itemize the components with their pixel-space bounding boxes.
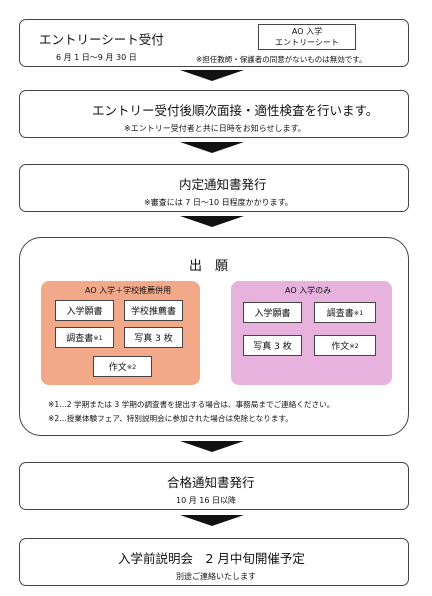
group-a-item-essay-label: 作文	[108, 363, 127, 373]
application-note-2: ※2…授業体験フェア、特別説明会に参加された場合は免除となります。	[48, 414, 293, 423]
group-a-item-photos-label: 写真 3 枚	[134, 334, 173, 344]
group-b-item-essay: 作文※2	[314, 335, 376, 356]
flow-arrow-5	[180, 515, 244, 526]
group-a-item-application-form-label: 入学願書	[66, 307, 103, 317]
group-a-essay-mark: ※2	[126, 362, 137, 371]
step-naitei-note: ※審査には 7 日～10 日程度かかります。	[144, 198, 293, 207]
flow-arrow-1	[180, 70, 244, 81]
group-a-item-report: 調査書※1	[55, 327, 114, 348]
group-b-report-mark: ※1	[353, 308, 364, 317]
group-ao-only: AO 入学のみ 入学願書 調査書※1 写真 3 枚 作文※2	[231, 281, 392, 385]
step-acceptance-title: 合格通知書発行	[167, 475, 255, 490]
flow-arrow-2	[180, 142, 244, 153]
group-a-label: AO 入学＋学校推薦併用	[85, 286, 172, 295]
group-b-item-report-label: 調査書	[326, 309, 354, 319]
step-interview-note: ※エントリー受付者と共に日時をお知らせします。	[124, 124, 306, 133]
step-entry-sheet-note: ※担任教師・保護者の同意がないものは無効です。	[196, 55, 367, 64]
flow-arrow-4	[180, 441, 244, 452]
step-naitei-title: 内定通知書発行	[179, 177, 267, 192]
step-interview-title: エントリー受付後順次面接・適性検査を行います。	[92, 103, 379, 118]
group-a-item-school-recommendation-label: 学校推薦書	[130, 307, 176, 317]
group-ao-plus-recommendation: AO 入学＋学校推薦併用 入学願書 学校推薦書 調査書※1 写真 3 枚 作文※…	[41, 281, 200, 385]
group-a-item-report-label: 調査書	[66, 334, 94, 344]
group-a-report-mark: ※1	[93, 333, 103, 342]
step-acceptance-note: 10 月 16 日以降	[176, 496, 236, 505]
step-entry-sheet-dates: 6 月 1 日～9 月 30 日	[56, 53, 137, 62]
step-interview: エントリー受付後順次面接・適性検査を行います。 ※エントリー受付者と共に日時をお…	[19, 90, 409, 138]
group-b-label: AO 入学のみ	[285, 286, 332, 295]
group-a-item-essay: 作文※2	[93, 356, 152, 377]
group-b-item-photos-label: 写真 3 枚	[253, 342, 292, 352]
step-entry-sheet-title: エントリーシート受付	[39, 32, 164, 47]
group-a-item-application-form: 入学願書	[55, 300, 114, 321]
group-b-item-essay-label: 作文	[331, 342, 350, 352]
step-naitei: 内定通知書発行 ※審査には 7 日～10 日程度かかります。	[19, 164, 409, 212]
tag-line-2: エントリーシート	[275, 38, 339, 47]
tag-line-1: AO 入学	[291, 27, 323, 36]
step-acceptance: 合格通知書発行 10 月 16 日以降	[19, 462, 409, 510]
step-entry-sheet: エントリーシート受付 6 月 1 日～9 月 30 日 AO 入学 エントリーシ…	[19, 19, 409, 67]
step-orientation: 入学前説明会 2 月中旬開催予定 別途ご連絡いたします	[19, 538, 409, 586]
group-b-item-report: 調査書※1	[314, 302, 376, 323]
step-application-title: 出 願	[189, 259, 229, 274]
group-a-item-school-recommendation: 学校推薦書	[124, 300, 183, 321]
step-orientation-title: 入学前説明会 2 月中旬開催予定	[118, 551, 305, 566]
group-a-item-photos: 写真 3 枚	[124, 327, 183, 348]
group-b-essay-mark: ※2	[349, 341, 359, 350]
application-note-1: ※1…2 学期または 3 学期の調査書を提出する場合は、事務局までご連絡ください…	[48, 400, 335, 409]
group-b-item-photos: 写真 3 枚	[243, 335, 302, 356]
step-orientation-note: 別途ご連絡いたします	[176, 572, 256, 581]
step-application: 出 願 AO 入学＋学校推薦併用 入学願書 学校推薦書 調査書※1 写真 3 枚…	[19, 237, 409, 436]
group-b-item-application-form-label: 入学願書	[254, 309, 291, 319]
group-b-item-application-form: 入学願書	[243, 302, 302, 323]
ao-entry-sheet-tag: AO 入学 エントリーシート	[258, 24, 356, 50]
flow-arrow-3	[180, 216, 244, 227]
